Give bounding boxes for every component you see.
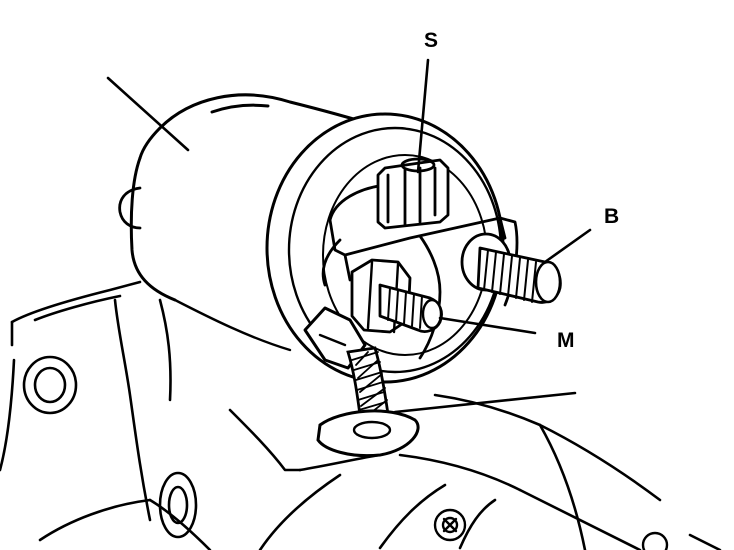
housing-boss-lower — [158, 471, 198, 539]
housing-screw-icon — [433, 508, 467, 542]
b-terminal — [460, 232, 562, 304]
leader-b — [543, 228, 592, 264]
leader-m — [438, 316, 537, 335]
ground-strap-lug — [316, 409, 420, 458]
leader-solenoid — [106, 76, 190, 152]
leader-ground — [393, 391, 577, 414]
leader-lines — [106, 58, 592, 414]
label-m: M — [557, 329, 575, 352]
starter-housing — [0, 280, 722, 550]
m-terminal — [350, 258, 443, 334]
leader-s — [416, 58, 430, 174]
s-terminal — [376, 157, 450, 230]
solenoid-end-nub — [118, 186, 142, 230]
label-s: S — [424, 29, 438, 52]
label-b: B — [604, 205, 619, 228]
housing-screw-right — [641, 531, 669, 550]
housing-boss-left — [22, 355, 78, 415]
